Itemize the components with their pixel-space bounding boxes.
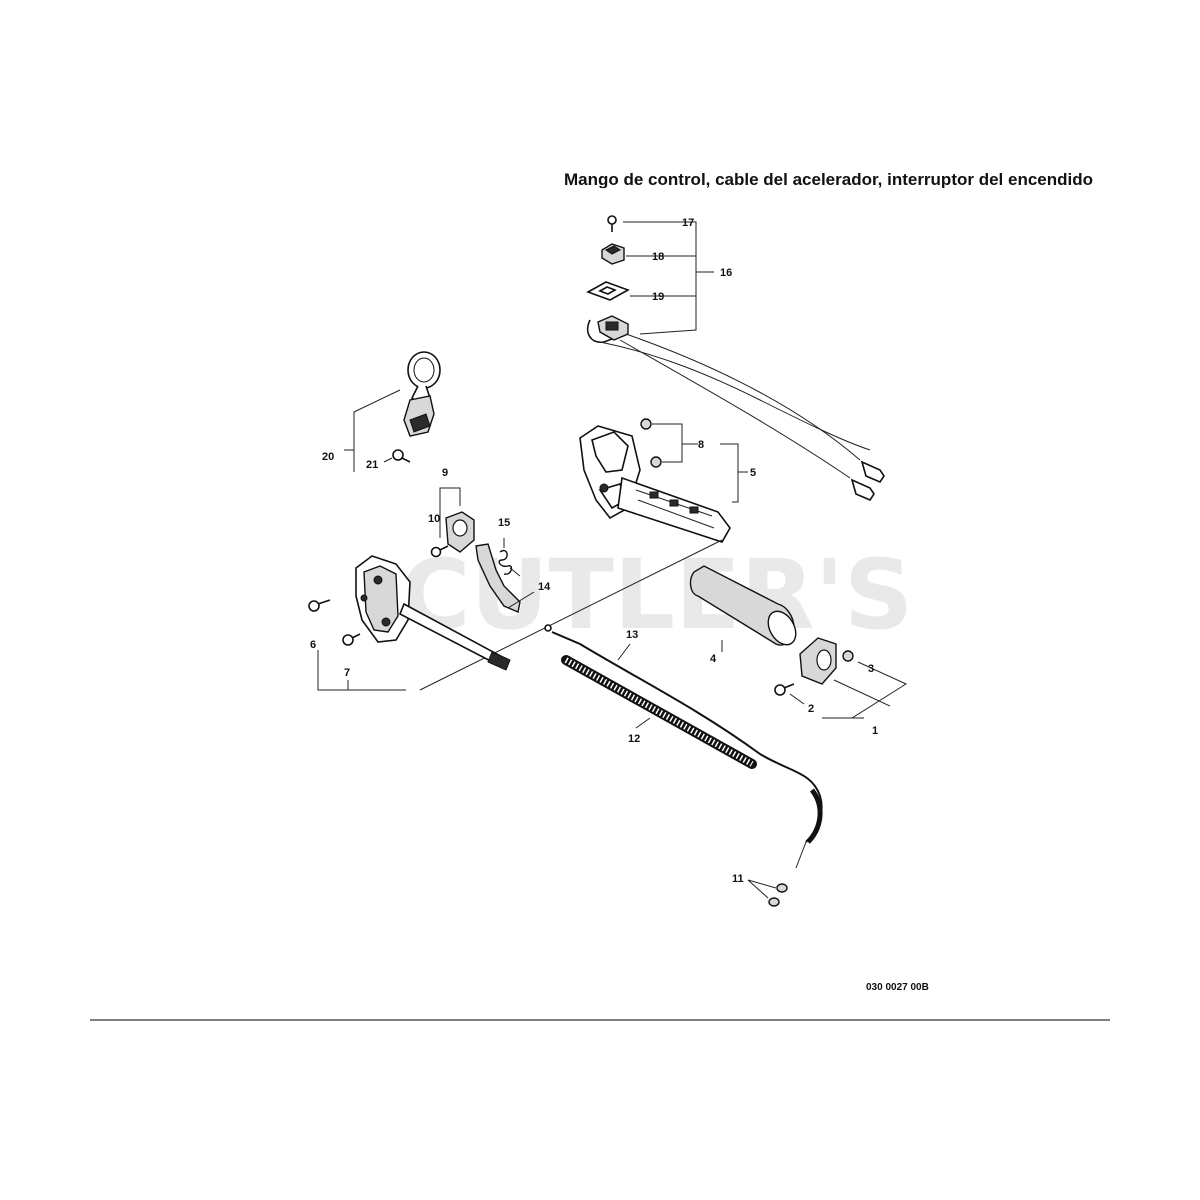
stop-switch-20	[403, 351, 441, 437]
screw-17-icon	[607, 215, 617, 232]
callout-16: 16	[720, 267, 732, 279]
callout-12: 12	[628, 733, 640, 745]
cable-sheath-12	[561, 655, 757, 769]
callout-5: 5	[750, 467, 756, 479]
throttle-trigger-14	[475, 543, 521, 613]
callout-9: 9	[442, 467, 448, 479]
callout-8: 8	[698, 439, 704, 451]
callout-2: 2	[808, 703, 814, 715]
clamp-1	[799, 637, 837, 685]
spring-15-icon	[498, 549, 521, 577]
callout-20: 20	[322, 451, 334, 463]
callout-10: 10	[428, 513, 440, 525]
callout-14: 14	[538, 581, 551, 593]
screw-21-icon	[392, 449, 411, 463]
callout-11: 11	[732, 873, 744, 885]
callout-13: 13	[626, 629, 638, 641]
callout-1: 1	[872, 725, 878, 737]
callout-6: 6	[310, 639, 316, 651]
callout-15: 15	[498, 517, 510, 529]
control-handle-base	[355, 555, 511, 671]
diagram-title: Mango de control, cable del acelerador, …	[564, 170, 1093, 188]
nut-8-icon	[640, 418, 662, 468]
screw-7-icon	[342, 633, 361, 646]
screw-10-icon	[430, 545, 449, 558]
callout-3: 3	[868, 663, 874, 675]
switch-plate-19-icon	[586, 281, 630, 301]
screw-6-icon	[308, 599, 331, 612]
nut-3-icon	[842, 650, 854, 662]
throttle-cable-13	[544, 624, 823, 869]
switch-body-with-wires	[586, 315, 885, 501]
grip-4	[689, 565, 797, 646]
switch-cap-18-icon	[601, 243, 625, 265]
callout-21: 21	[366, 459, 378, 471]
callout-7: 7	[344, 667, 350, 679]
callout-19: 19	[652, 291, 664, 303]
ignition-switch-assembly	[586, 215, 885, 501]
title-band: Mango de control, cable del acelerador, …	[560, 168, 1120, 188]
callout-17: 17	[682, 217, 694, 229]
drawing-code: 030 0027 00B	[866, 982, 929, 993]
callout-18: 18	[652, 251, 664, 263]
screw-2-icon	[774, 683, 795, 696]
throttle-lock-9	[445, 511, 475, 553]
nut-11-icon	[768, 883, 788, 907]
callout-4: 4	[710, 653, 717, 665]
handle-housing-5	[579, 425, 731, 543]
